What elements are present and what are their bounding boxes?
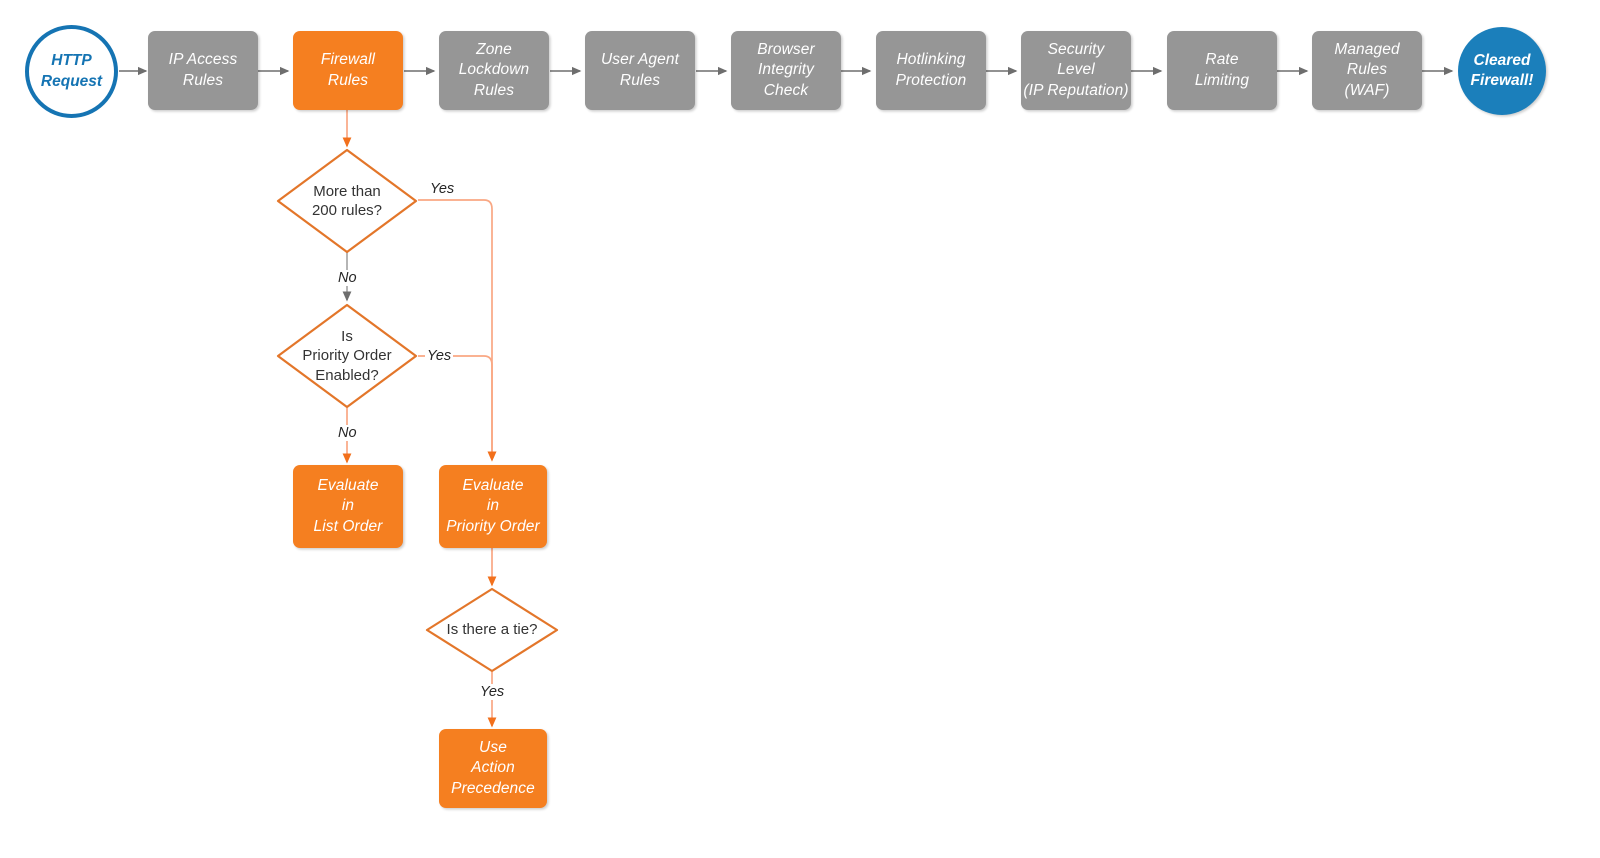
edge-label-yes-more-than-200: Yes — [428, 181, 457, 197]
node-decision-more-than-200[interactable]: More than 200 rules? — [276, 148, 418, 254]
node-label: Managed Rules (WAF) — [1334, 40, 1400, 99]
node-label: Is Priority Order Enabled? — [302, 328, 392, 384]
node-label: Zone Lockdown Rules — [458, 40, 530, 99]
node-label: Use Action Precedence — [451, 738, 535, 797]
edge-label-no-more-than-200: No — [336, 270, 359, 286]
node-user-agent-rules[interactable]: User Agent Rules — [585, 31, 695, 110]
node-browser-integrity-check[interactable]: Browser Integrity Check — [731, 31, 841, 110]
node-label: Evaluate in Priority Order — [446, 476, 540, 535]
node-label: Security Level (IP Reputation) — [1023, 40, 1129, 99]
edge-label-no-priority-order: No — [336, 425, 359, 441]
node-evaluate-priority-order[interactable]: Evaluate in Priority Order — [439, 465, 547, 548]
node-label: User Agent Rules — [601, 50, 679, 89]
node-label: More than 200 rules? — [311, 182, 383, 219]
node-label: Browser Integrity Check — [757, 40, 815, 99]
node-rate-limiting[interactable]: Rate Limiting — [1167, 31, 1277, 110]
node-label: Cleared Firewall! — [1470, 51, 1534, 89]
edge-priority-order-yes — [418, 355, 497, 462]
node-label: HTTP Request — [40, 52, 103, 90]
node-http-request[interactable]: HTTP Request — [25, 25, 118, 118]
node-firewall-rules[interactable]: Firewall Rules — [293, 31, 403, 110]
node-label: IP Access Rules — [168, 50, 238, 89]
node-label: Evaluate in List Order — [313, 476, 383, 535]
node-security-level[interactable]: Security Level (IP Reputation) — [1021, 31, 1131, 110]
node-decision-priority-order[interactable]: Is Priority Order Enabled? — [276, 303, 418, 409]
node-use-action-precedence[interactable]: Use Action Precedence — [439, 729, 547, 808]
edge-label-yes-priority-order: Yes — [425, 348, 454, 364]
node-ip-access-rules[interactable]: IP Access Rules — [148, 31, 258, 110]
node-hotlinking-protection[interactable]: Hotlinking Protection — [876, 31, 986, 110]
edge-more-than-200-yes — [418, 199, 497, 462]
node-label: Firewall Rules — [320, 50, 376, 89]
node-cleared-firewall[interactable]: Cleared Firewall! — [1458, 27, 1546, 115]
edge-label-yes-tie: Yes — [478, 684, 507, 700]
node-evaluate-list-order[interactable]: Evaluate in List Order — [293, 465, 403, 548]
node-label: Is there a tie? — [446, 621, 538, 639]
diamond-shape — [425, 587, 559, 673]
diamond-shape — [276, 303, 418, 409]
node-zone-lockdown-rules[interactable]: Zone Lockdown Rules — [439, 31, 549, 110]
node-decision-tie[interactable]: Is there a tie? — [425, 587, 559, 673]
node-label: Hotlinking Protection — [895, 50, 967, 89]
node-label: Rate Limiting — [1194, 50, 1250, 89]
node-managed-rules-waf[interactable]: Managed Rules (WAF) — [1312, 31, 1422, 110]
